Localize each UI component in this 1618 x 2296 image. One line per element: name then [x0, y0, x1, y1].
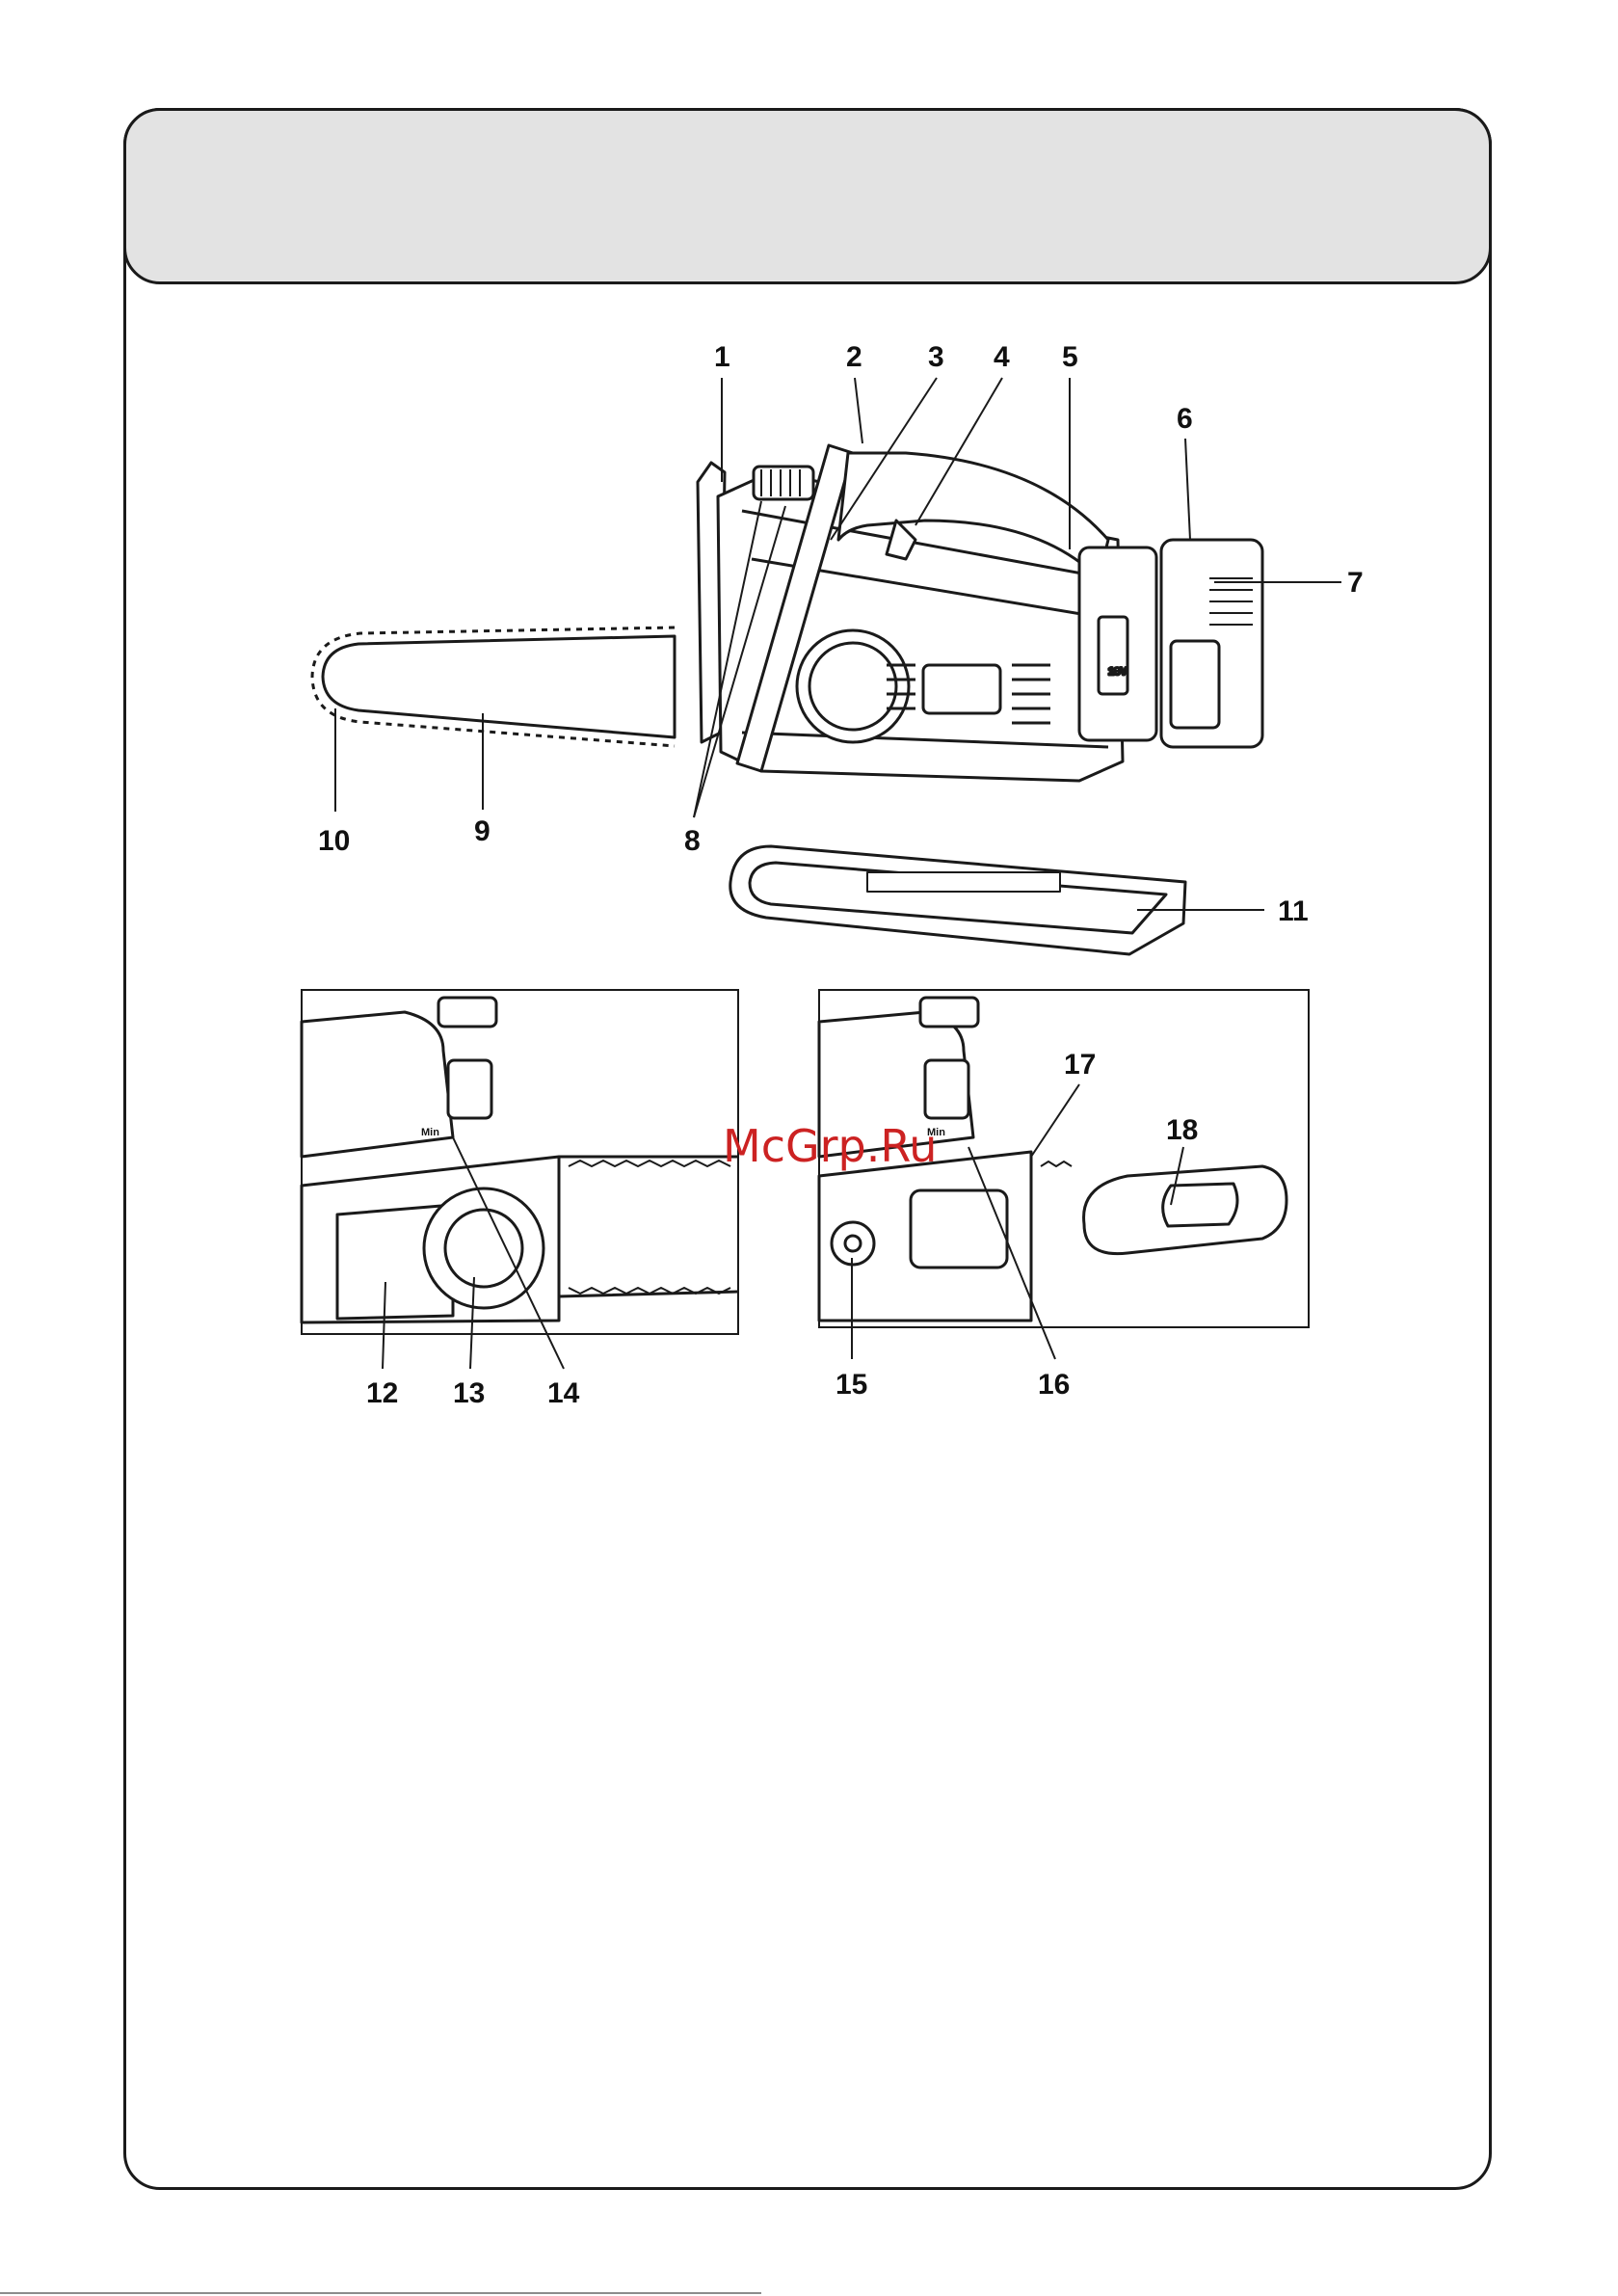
callout-4: 4 [994, 341, 1010, 373]
bar-cover [730, 846, 1185, 954]
oil-cap [754, 467, 813, 499]
guide-bar [312, 627, 675, 746]
detail-panel-right: Min 15 16 17 18 [819, 990, 1309, 1401]
callout-10: 10 [318, 825, 350, 857]
callout-16: 16 [1038, 1369, 1070, 1401]
callout-11: 11 [1278, 895, 1309, 927]
chainsaw-illustration: 18V [312, 445, 1262, 954]
callout-9: 9 [474, 815, 491, 847]
callout-8: 8 [684, 825, 701, 857]
min-mark-left: Min [421, 1127, 439, 1138]
callout-3: 3 [928, 341, 944, 373]
callout-13: 13 [453, 1377, 485, 1409]
callout-18: 18 [1166, 1114, 1198, 1146]
callout-5: 5 [1062, 341, 1078, 373]
detail-panel-left: Min 12 13 14 [302, 990, 738, 1409]
callout-14: 14 [547, 1377, 580, 1409]
callout-12: 12 [366, 1377, 398, 1409]
callout-7: 7 [1347, 567, 1364, 599]
battery-label: 18V [1108, 666, 1127, 678]
callout-6: 6 [1177, 403, 1193, 435]
watermark: McGrp.Ru [723, 1120, 937, 1172]
battery-pack: 18V [1079, 540, 1262, 747]
callout-1: 1 [714, 341, 730, 373]
callout-15: 15 [836, 1369, 867, 1401]
callout-17: 17 [1064, 1049, 1096, 1081]
callout-2: 2 [846, 341, 862, 373]
